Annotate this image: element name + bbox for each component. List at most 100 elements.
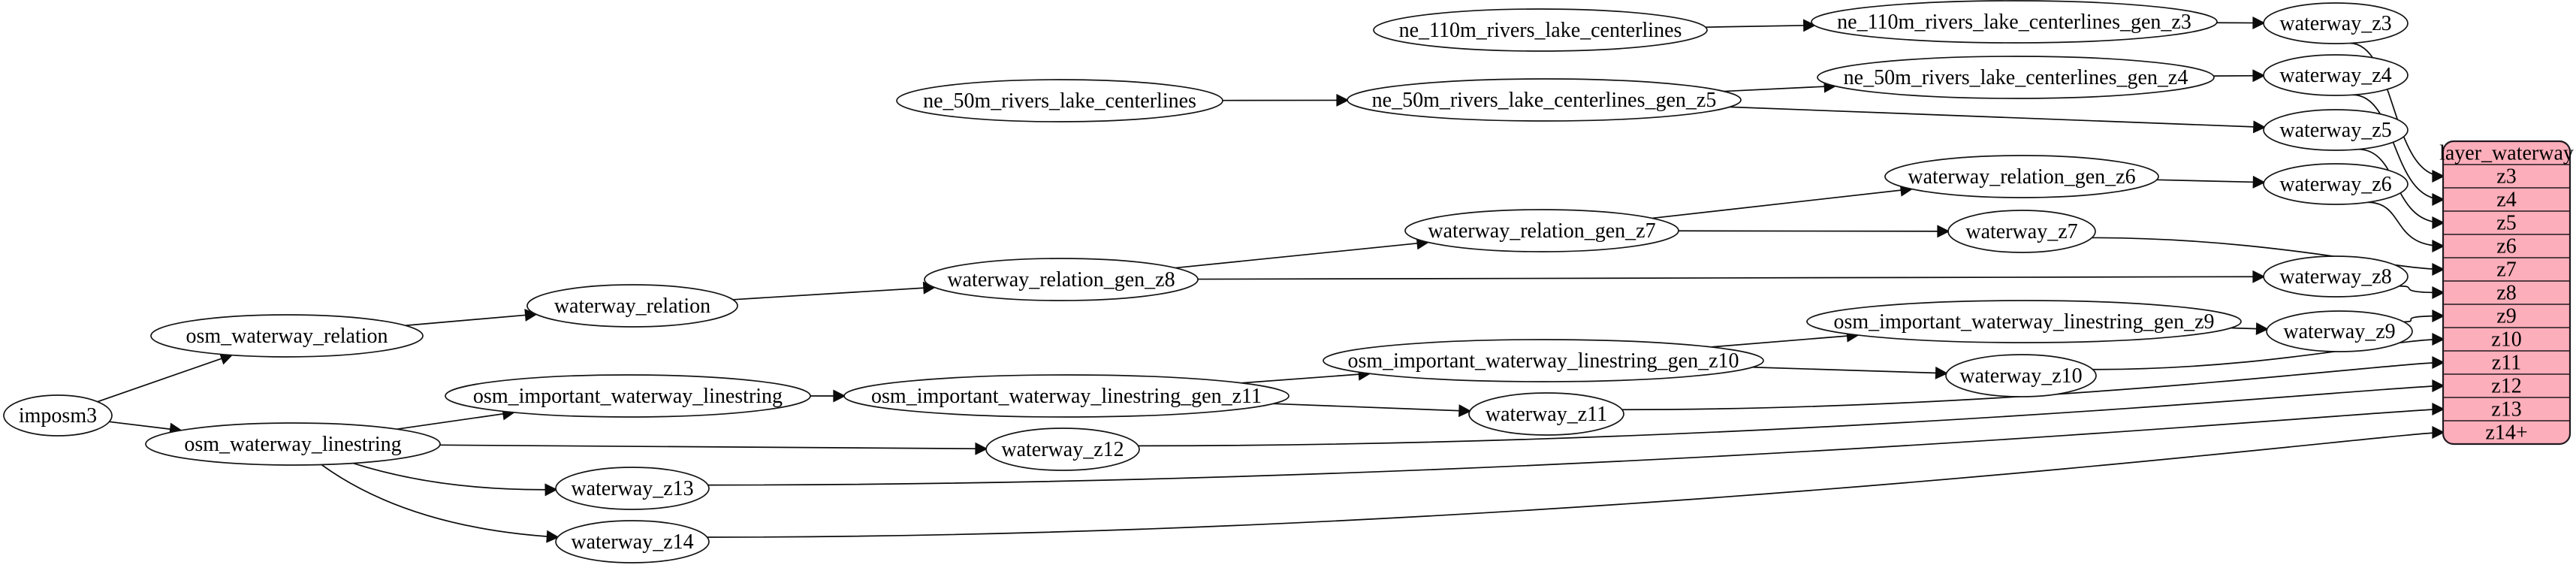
node-ellipse <box>2263 163 2409 205</box>
edge-waterway_z11-to-layer_waterway-z11 <box>1621 356 2445 411</box>
node-osm_important_waterway_linestring_gen_z11: osm_important_waterway_linestring_gen_z1… <box>843 374 1290 418</box>
node-label: osm_waterway_linestring <box>184 433 401 456</box>
edge-ne_50m_rivers_lake_centerlines_gen_z5-to-waterway_z5 <box>1729 106 2267 134</box>
edge-osm_important_waterway_linestring_gen_z10-to-osm_important_waterway_linestring_gen_z9 <box>1711 329 1860 348</box>
node-waterway_z14: waterway_z14 <box>555 520 710 563</box>
node-osm_waterway_linestring: osm_waterway_linestring <box>145 422 441 466</box>
edge-waterway_relation_gen_z8-to-waterway_z8 <box>1197 270 2266 283</box>
node-label: ne_110m_rivers_lake_centerlines <box>1399 19 1682 42</box>
node-ellipse <box>1373 8 1708 52</box>
node-waterway_z13: waterway_z13 <box>555 467 710 510</box>
node-label: waterway_z5 <box>2279 119 2391 142</box>
edge-waterway_z3-to-layer_waterway-z3 <box>2349 42 2445 183</box>
node-osm_waterway_relation: osm_waterway_relation <box>150 314 424 358</box>
node-ellipse <box>1404 209 1679 252</box>
node-waterway_z11: waterway_z11 <box>1468 392 1624 436</box>
node-waterway_relation: waterway_relation <box>526 284 738 328</box>
node-ellipse <box>896 79 1223 122</box>
node-waterway_z4: waterway_z4 <box>2263 54 2409 96</box>
node-waterway_z3: waterway_z3 <box>2263 2 2409 44</box>
edge-waterway_z7-to-layer_waterway-z7 <box>2092 237 2445 276</box>
table-layer: layer_waterwayz3z4z5z6z7z8z9z10z11z12z13… <box>2439 140 2574 446</box>
node-ellipse <box>2263 2 2409 44</box>
node-ellipse <box>843 374 1290 418</box>
node-label: ne_110m_rivers_lake_centerlines_gen_z3 <box>1837 11 2191 34</box>
node-label: waterway_z12 <box>1001 438 1124 461</box>
node-ne_50m_rivers_lake_centerlines_gen_z4: ne_50m_rivers_lake_centerlines_gen_z4 <box>1817 56 2215 99</box>
node-label: waterway_z4 <box>2279 64 2391 87</box>
node-ellipse <box>1945 354 2097 397</box>
node-ellipse <box>2263 54 2409 96</box>
node-label: imposm3 <box>19 404 97 428</box>
node-ellipse <box>1468 392 1624 436</box>
table-layer_waterway: layer_waterwayz3z4z5z6z7z8z9z10z11z12z13… <box>2439 140 2574 446</box>
node-imposm3: imposm3 <box>3 394 113 437</box>
node-waterway_z8: waterway_z8 <box>2263 255 2409 298</box>
edge-ne_110m_rivers_lake_centerlines-to-ne_110m_rivers_lake_centerlines_gen_z3 <box>1705 19 1817 32</box>
nodes-layer: imposm3 osm_waterway_relation osm_waterway… <box>3 0 2413 563</box>
node-label: waterway_z7 <box>1965 220 2077 243</box>
node-label: ne_50m_rivers_lake_centerlines_gen_z5 <box>1372 89 1717 112</box>
node-osm_important_waterway_linestring_gen_z9: osm_important_waterway_linestring_gen_z9 <box>1806 300 2242 343</box>
node-ellipse <box>2266 310 2413 352</box>
node-waterway_z5: waterway_z5 <box>2263 109 2409 151</box>
edge-imposm3-to-osm_waterway_linestring <box>109 421 183 436</box>
node-label: ne_50m_rivers_lake_centerlines_gen_z4 <box>1844 66 2188 89</box>
edge-osm_important_waterway_linestring_gen_z11-to-osm_important_waterway_linestring_gen_z10 <box>1241 367 1371 384</box>
node-label: waterway_z6 <box>2279 173 2391 196</box>
node-label: waterway_z8 <box>2279 265 2391 289</box>
edge-osm_waterway_linestring-to-waterway_z13 <box>353 462 558 497</box>
node-label: ne_50m_rivers_lake_centerlines <box>923 89 1196 113</box>
node-ne_50m_rivers_lake_centerlines: ne_50m_rivers_lake_centerlines <box>896 79 1223 122</box>
edge-osm_important_waterway_linestring_gen_z9-to-waterway_z9 <box>2231 322 2269 336</box>
node-ellipse <box>1806 300 2242 343</box>
table-row-z10: z10 <box>2491 328 2521 352</box>
edge-osm_important_waterway_linestring_gen_z11-to-waterway_z11 <box>1273 403 1472 418</box>
edge-waterway_z13-to-layer_waterway-z13 <box>707 403 2445 486</box>
table-row-z11: z11 <box>2492 352 2521 375</box>
table-body <box>2442 140 2571 446</box>
node-label: waterway_z9 <box>2283 320 2395 343</box>
node-ellipse <box>145 422 441 466</box>
node-label: osm_important_waterway_linestring_gen_z1… <box>871 385 1262 408</box>
node-ellipse <box>526 284 738 328</box>
node-osm_important_waterway_linestring_gen_z10: osm_important_waterway_linestring_gen_z1… <box>1323 339 1764 382</box>
table-row-z12: z12 <box>2491 375 2521 398</box>
table-title: layer_waterway <box>2439 142 2574 165</box>
edge-waterway_z8-to-layer_waterway-z8 <box>2399 285 2445 299</box>
node-ellipse <box>1947 210 2096 253</box>
edge-osm_waterway_relation-to-waterway_relation <box>405 308 538 327</box>
node-ellipse <box>2263 109 2409 151</box>
node-label: waterway_z14 <box>571 530 693 554</box>
table-row-z14+: z14+ <box>2485 421 2527 445</box>
node-waterway_relation_gen_z8: waterway_relation_gen_z8 <box>924 258 1199 301</box>
edge-imposm3-to-osm_waterway_relation <box>97 352 234 403</box>
edge-osm_waterway_linestring-to-osm_important_waterway_linestring <box>397 407 516 430</box>
node-ellipse <box>1817 56 2215 99</box>
node-label: waterway_z3 <box>2279 12 2391 35</box>
node-ellipse <box>1347 78 1742 122</box>
node-waterway_relation_gen_z7: waterway_relation_gen_z7 <box>1404 209 1679 252</box>
node-waterway_z7: waterway_z7 <box>1947 210 2096 253</box>
table-row-z6: z6 <box>2496 235 2516 258</box>
edge-waterway_relation-to-waterway_relation_gen_z8 <box>732 281 937 301</box>
table-row-z13: z13 <box>2491 398 2521 421</box>
edge-waterway_relation_gen_z6-to-waterway_z6 <box>2156 175 2266 189</box>
table-row-z7: z7 <box>2496 258 2516 282</box>
edge-osm_waterway_linestring-to-waterway_z14 <box>321 464 560 543</box>
node-ellipse <box>1811 0 2218 44</box>
node-ellipse <box>1884 155 2159 198</box>
edge-waterway_z12-to-layer_waterway-z12 <box>1138 379 2445 447</box>
node-label: waterway_relation_gen_z8 <box>947 268 1175 292</box>
node-ellipse <box>555 520 710 563</box>
edge-waterway_z4-to-layer_waterway-z4 <box>2352 94 2445 206</box>
node-waterway_z6: waterway_z6 <box>2263 163 2409 205</box>
table-row-z8: z8 <box>2496 282 2516 305</box>
node-ellipse <box>2263 255 2409 298</box>
node-ellipse <box>1323 339 1764 382</box>
node-label: osm_important_waterway_linestring <box>473 385 783 408</box>
node-label: osm_important_waterway_linestring_gen_z1… <box>1348 349 1739 373</box>
